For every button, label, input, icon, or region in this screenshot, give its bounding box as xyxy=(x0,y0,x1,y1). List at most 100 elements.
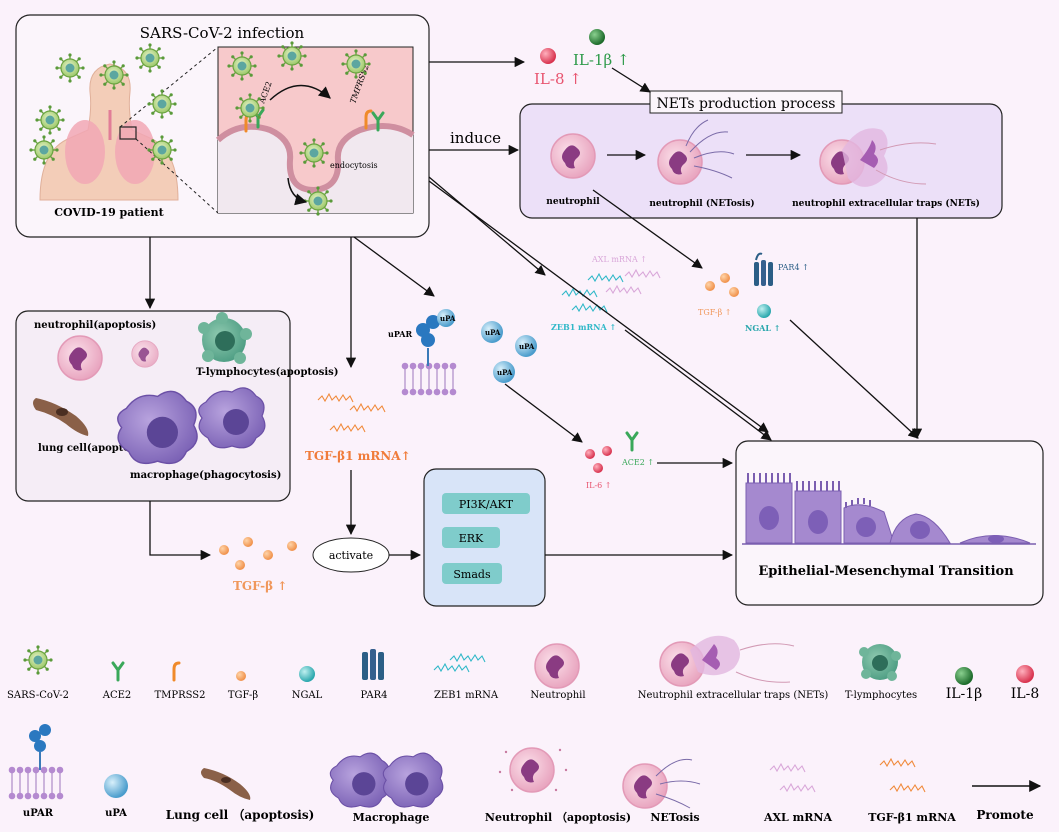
endocytosis-label: endocytosis xyxy=(330,161,378,170)
legend-label-netosis: NETosis xyxy=(650,811,699,824)
pathway-erk: ERK xyxy=(459,532,484,545)
induce-label: induce xyxy=(450,129,501,147)
legend-label-tlymph: T-lymphocytes xyxy=(845,690,917,701)
upar-label: uPAR xyxy=(388,329,412,339)
neutrophil-icon xyxy=(550,133,596,179)
il1b-label: IL-1β ↑ xyxy=(573,51,630,69)
promote-arrows xyxy=(144,56,923,561)
legend-label-il8: IL-8 xyxy=(1011,686,1039,702)
ngal-icon xyxy=(757,304,771,318)
t-lymphocyte-icon xyxy=(198,312,252,364)
legend-label-par4: PAR4 xyxy=(361,690,388,701)
zeb1-mrna-label: ZEB1 mRNA ↑ xyxy=(551,322,616,332)
netosis-label: neutrophil (NETosis) xyxy=(649,198,754,209)
legend-label-lung: Lung cell （apoptosis) xyxy=(166,807,315,822)
nets-process-panel: NETs production process neutrophil neutr… xyxy=(519,90,1003,219)
nets-icon xyxy=(819,128,937,187)
nets-process-title: NETs production process xyxy=(657,96,836,112)
activate-label: activate xyxy=(329,549,373,562)
upa-label-1: uPA xyxy=(485,328,501,337)
emt-label: Epithelial-Mesenchymal Transition xyxy=(758,564,1014,579)
legend-label-tgfb: TGF-β xyxy=(228,690,259,701)
mrna-group: AXL mRNA ↑ ZEB1 mRNA ↑ xyxy=(551,255,661,332)
legend-label-upar: uPAR xyxy=(23,808,54,819)
legend-tlymph-icon xyxy=(859,644,901,681)
infection-panel: SARS-CoV-2 infection COVID-19 patient A xyxy=(15,14,430,238)
legend-label-macrophage: Macrophage xyxy=(353,811,430,824)
apoptosis-lung-label: lung cell(apoptosis) xyxy=(38,443,150,454)
par4-label: PAR4 ↑ xyxy=(778,263,809,272)
legend-tgfb1-icon xyxy=(879,758,926,793)
pathway-pi3k: PI3K/AKT xyxy=(459,498,514,511)
legend-zeb1-icon xyxy=(433,653,486,673)
legend-label-sars: SARS-CoV-2 xyxy=(7,690,69,701)
legend-axl-icon xyxy=(769,763,816,793)
legend-par4-icon xyxy=(362,649,384,680)
tgfb-bottom-group: TGF-β ↑ xyxy=(219,537,297,593)
emt-panel: Epithelial-Mesenchymal Transition xyxy=(735,440,1044,606)
pathway-panel: PI3K/AKT ERK Smads xyxy=(423,468,546,607)
legend-label-ace2: ACE2 xyxy=(102,690,132,701)
cytokine-group: IL-8 ↑ IL-1β ↑ xyxy=(534,29,630,88)
ngal-label: NGAL ↑ xyxy=(745,323,780,333)
upa-icon xyxy=(481,321,537,383)
legend: SARS-CoV-2 ACE2 TMPRSS2 TGF-β NGAL PAR4 … xyxy=(7,635,1042,824)
patient-figure: COVID-19 patient xyxy=(39,46,219,219)
tgfb1-mrna-group: TGF-β1 mRNA↑ xyxy=(305,393,411,463)
tgfb1-mrna-label: TGF-β1 mRNA↑ xyxy=(305,449,411,463)
legend-neutrophil-icon xyxy=(534,643,580,689)
legend-label-nets: Neutrophil extracellular traps (NETs) xyxy=(638,690,829,701)
legend-tmprss2-icon xyxy=(172,661,181,682)
patient-label: COVID-19 patient xyxy=(54,206,164,219)
legend-il1b-icon xyxy=(955,667,973,685)
axl-mrna-label: AXL mRNA ↑ xyxy=(591,255,647,264)
apoptosis-macrophage-label: macrophage(phagocytosis) xyxy=(130,470,281,481)
legend-label-zeb1: ZEB1 mRNA xyxy=(434,690,499,701)
legend-macrophage-icon xyxy=(329,752,444,808)
par4-tgfb-label: TGF-β ↑ xyxy=(698,308,732,317)
legend-label-neutrophil-apoptosis: Neutrophil （apoptosis) xyxy=(485,811,631,824)
legend-label-ngal: NGAL xyxy=(292,690,323,701)
par4-icon xyxy=(754,252,773,286)
apoptosis-neutrophil-label: neutrophil(apoptosis) xyxy=(34,320,156,331)
neutrophil-label: neutrophil xyxy=(546,197,600,207)
legend-label-axl: AXL mRNA xyxy=(763,811,832,824)
infection-title: SARS-CoV-2 infection xyxy=(140,24,305,42)
legend-label-promote: Promote xyxy=(976,808,1034,822)
par4-group: PAR4 ↑ TGF-β ↑ NGAL ↑ xyxy=(698,252,809,333)
legend-ace2-icon xyxy=(111,661,125,682)
legend-sars-icon xyxy=(22,644,54,676)
nets-label: neutrophil extracellular traps (NETs) xyxy=(792,198,980,209)
pathway-smads: Smads xyxy=(453,568,491,581)
il1b-icon xyxy=(589,29,605,45)
il8-label: IL-8 ↑ xyxy=(534,70,582,88)
legend-neutrophil-apoptosis-icon xyxy=(498,747,568,793)
legend-label-neutrophil: Neutrophil xyxy=(530,690,585,701)
il6-ace2-label: ACE2 ↑ xyxy=(621,458,654,467)
legend-ngal-icon xyxy=(299,666,315,682)
il8-icon xyxy=(540,48,556,64)
legend-upa-icon xyxy=(104,774,128,798)
upa-membrane-label: uPA xyxy=(440,314,456,323)
legend-label-tmprss2: TMPRSS2 xyxy=(154,690,205,701)
legend-label-upa: uPA xyxy=(105,808,127,819)
epithelial-cells xyxy=(742,473,1036,545)
upa-group: uPA uPAR uPA uPA uPA xyxy=(388,309,537,396)
legend-tgfb-icon xyxy=(236,671,246,681)
lung-cell-icon xyxy=(33,398,89,436)
legend-nets-icon xyxy=(659,635,795,687)
cell-entry-panel: ACE2 TMPRSS2 endocytosis xyxy=(215,40,415,217)
legend-label-il1b: IL-1β xyxy=(946,686,983,702)
il6-group: IL-6 ↑ ACE2 ↑ xyxy=(585,431,654,490)
upa-label-3: uPA xyxy=(497,368,513,377)
tgfb-bottom-label: TGF-β ↑ xyxy=(233,579,287,593)
legend-label-tgfb1: TGF-β1 mRNA xyxy=(868,811,956,824)
legend-lung-icon xyxy=(201,768,251,800)
upa-label-2: uPA xyxy=(519,342,535,351)
legend-il8-icon xyxy=(1016,665,1034,683)
apoptosis-panel: neutrophil(apoptosis) T-lymphocytes(apop… xyxy=(15,310,339,502)
zoom-box xyxy=(119,126,137,140)
netosis-icon xyxy=(657,119,735,185)
il6-label: IL-6 ↑ xyxy=(586,481,612,490)
